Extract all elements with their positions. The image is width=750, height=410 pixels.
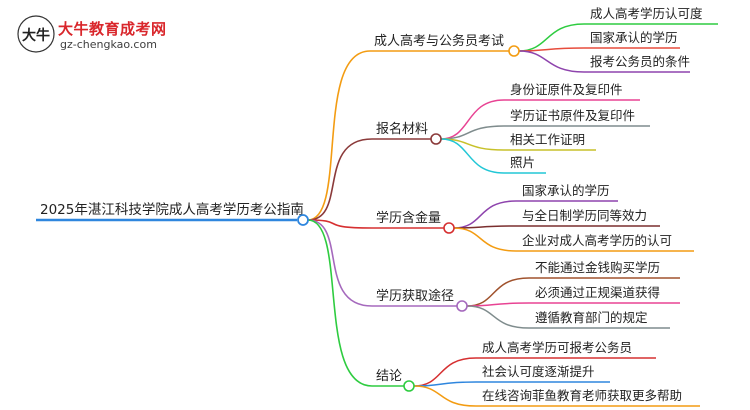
root-topic[interactable]: 2025年湛江科技学院成人高考学历考公指南 [40, 201, 304, 218]
leaf-topic[interactable]: 与全日制学历同等效力 [522, 208, 647, 223]
leaf-topic[interactable]: 企业对成人高考学历的认可 [522, 233, 672, 248]
branch-link [307, 50, 371, 221]
leaf-link [466, 305, 530, 329]
leaf-topic[interactable]: 学历证书原件及复印件 [510, 108, 635, 123]
logo-badge: 大牛 [22, 27, 50, 44]
leaf-topic[interactable]: 必须通过正规渠道获得 [535, 285, 660, 300]
branch-collapse-toggle[interactable] [508, 45, 520, 57]
leaf-link [466, 277, 530, 307]
mindmap-nodes: 2025年湛江科技学院成人高考学历考公指南 成人高考与公务员考试 成人高考学历认可度… [40, 6, 703, 403]
root-collapse-toggle[interactable] [297, 214, 309, 226]
branch-topic[interactable]: 学历获取途径 [376, 288, 454, 304]
leaf-topic[interactable]: 成人高考学历可报考公务员 [482, 340, 632, 355]
leaf-link [518, 50, 585, 73]
leaf-topic[interactable]: 国家承认的学历 [590, 30, 678, 45]
leaf-topic[interactable]: 相关工作证明 [510, 132, 585, 147]
branch-topic[interactable]: 报名材料 [376, 121, 428, 137]
leaf-link [453, 200, 517, 229]
leaf-topic[interactable]: 照片 [510, 155, 535, 170]
leaf-topic[interactable]: 遵循教育部门的规定 [535, 310, 648, 325]
site-logo[interactable]: 大牛 大牛教育成考网 gz-chengkao.com [16, 14, 236, 58]
leaf-topic[interactable]: 社会认可度逐渐提升 [482, 364, 595, 379]
logo-mark-icon: 大牛 [17, 15, 55, 53]
branch-topic[interactable]: 结论 [376, 369, 402, 384]
branch-link [307, 219, 373, 387]
leaf-topic[interactable]: 在线咨询菲鱼教育老师获取更多帮助 [482, 388, 682, 403]
branch-link [307, 138, 373, 221]
branch-topic[interactable]: 学历含金量 [376, 210, 441, 226]
branch-link [307, 219, 373, 229]
leaf-topic[interactable]: 成人高考学历认可度 [590, 6, 703, 21]
leaf-topic[interactable]: 国家承认的学历 [522, 183, 610, 198]
mindmap-links [36, 23, 718, 407]
leaf-link [453, 227, 517, 252]
leaf-topic[interactable]: 报考公务员的条件 [590, 54, 690, 69]
branch-topic[interactable]: 成人高考与公务员考试 [374, 33, 504, 49]
branch-collapse-toggle[interactable] [403, 380, 415, 392]
branch-collapse-toggle[interactable] [430, 133, 442, 145]
site-name: 大牛教育成考网 [58, 20, 167, 38]
branch-link [307, 219, 373, 307]
leaf-link [413, 381, 477, 387]
branch-collapse-toggle[interactable] [443, 222, 455, 234]
leaf-topic[interactable]: 身份证原件及复印件 [510, 82, 623, 97]
leaf-link [413, 385, 477, 407]
branch-collapse-toggle[interactable] [456, 300, 468, 312]
leaf-topic[interactable]: 不能通过金钱购买学历 [535, 260, 660, 275]
site-url: gz-chengkao.com [60, 38, 157, 51]
leaf-link [440, 138, 505, 174]
leaf-link [518, 23, 585, 52]
leaf-link [440, 99, 505, 140]
